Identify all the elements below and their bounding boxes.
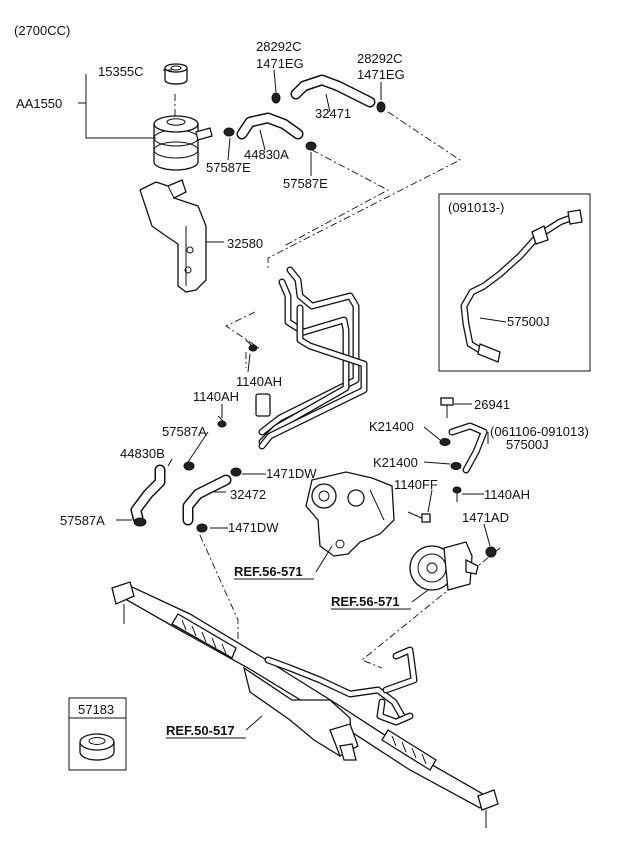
pressure-hose-57500J (448, 422, 488, 474)
label-1140FF: 1140FF (394, 477, 438, 492)
cap-box (68, 697, 127, 771)
label-32580: 32580 (227, 236, 263, 251)
label-26941: 26941 (474, 397, 510, 412)
label-1140AH-right: 1140AH (484, 487, 530, 502)
leader-lines (78, 69, 507, 731)
hose-32472 (182, 474, 232, 526)
bracket-32580 (139, 179, 207, 293)
pipe-bundle (255, 266, 368, 450)
label-57587A-lower: 57587A (60, 513, 105, 528)
connection-lines (174, 94, 501, 669)
label-57587E-right: 57587E (283, 176, 328, 191)
hose-44830B (130, 464, 166, 524)
label-1471AD: 1471AD (462, 510, 509, 525)
clamp-icon-57587A-upper (183, 461, 195, 471)
label-57587E-left: 57587E (206, 160, 251, 175)
label-1471DW-upper: 1471DW (266, 466, 317, 481)
label-32472: 32472 (230, 487, 266, 502)
ref-pump-bracket[interactable]: REF.56-571 (234, 564, 303, 579)
power-steering-pump (409, 541, 479, 591)
clamp-icon-1471AD (485, 546, 497, 558)
label-K21400-lower: K21400 (373, 455, 418, 470)
label-1140AH-lower: 1140AH (193, 389, 239, 404)
bolt-icon-lower (217, 415, 227, 428)
clamp-icon-57587A-lower (133, 517, 147, 527)
label-inset-dates: (091013-) (448, 200, 504, 215)
bolt-icon-26941 (440, 397, 454, 418)
pump-bracket (305, 471, 395, 557)
label-AA1550: AA1550 (16, 96, 62, 111)
hose-44830A (236, 112, 304, 140)
reservoir (153, 115, 213, 171)
washer-icons-K21400 (439, 438, 462, 470)
label-28292C-b: 28292C (357, 51, 403, 66)
label-44830B: 44830B (120, 446, 165, 461)
hose-32471 (290, 74, 376, 108)
bolt-icon-1140FF (407, 511, 431, 523)
steering-gear (111, 581, 499, 828)
reservoir-cap (164, 63, 188, 85)
label-1471EG-a: 1471EG (256, 56, 304, 71)
ref-pump[interactable]: REF.56-571 (331, 594, 400, 609)
label-57183: 57183 (78, 702, 114, 717)
clamp-icons-upper (223, 92, 386, 151)
label-57587A-upper: 57587A (162, 424, 207, 439)
engine-note: (2700CC) (14, 23, 70, 38)
label-57500J-inset: 57500J (507, 314, 550, 329)
label-1471EG-b: 1471EG (357, 67, 405, 82)
label-32471: 32471 (315, 106, 351, 121)
label-1471DW-lower: 1471DW (228, 520, 279, 535)
label-15355C: 15355C (98, 64, 144, 79)
label-pressure-hose-dates: (061106-091013) (490, 424, 589, 439)
ref-steering-gear[interactable]: REF.50-517 (166, 723, 235, 738)
label-44830A: 44830A (244, 147, 289, 162)
label-K21400-upper: K21400 (369, 419, 414, 434)
clamp-icons-1471DW (196, 467, 242, 533)
bolt-icon-upper (245, 339, 258, 352)
label-28292C-a: 28292C (256, 39, 302, 54)
label-1140AH-upper: 1140AH (236, 374, 282, 389)
inset-box (438, 193, 591, 372)
label-57500J-main: 57500J (506, 437, 549, 452)
bolt-icon-1140AH-right (452, 486, 462, 502)
